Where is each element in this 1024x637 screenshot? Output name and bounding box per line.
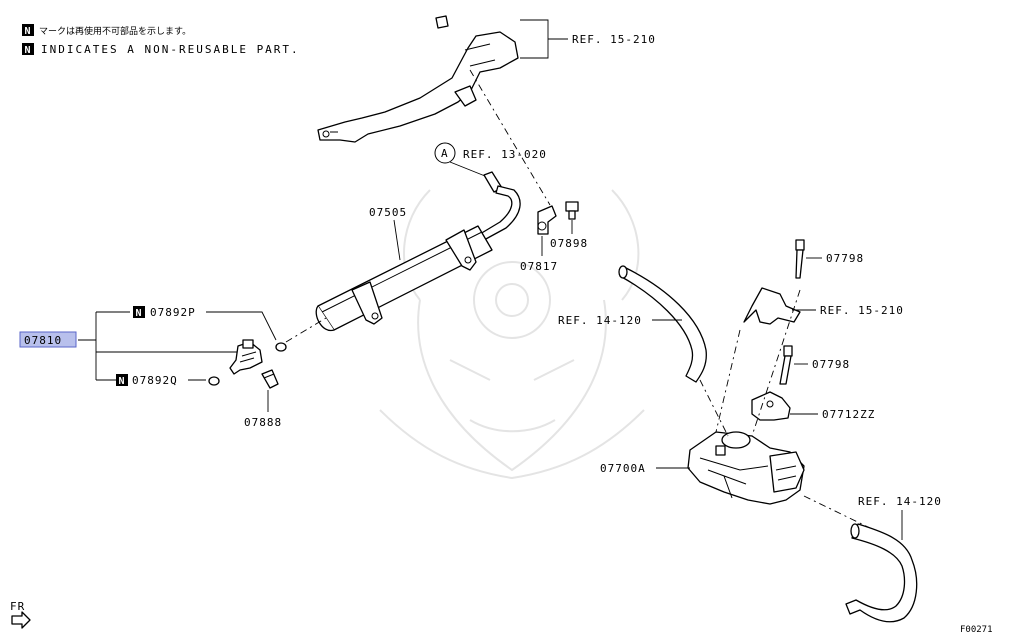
stay-bracket-15-210[interactable]: [743, 287, 801, 325]
label-07798-top: 07798: [826, 252, 864, 265]
label-ref-14-120-bottom: REF. 14-120: [858, 495, 942, 508]
bolt-07798-top[interactable]: [795, 239, 805, 279]
note-english: INDICATES A NON-REUSABLE PART.: [41, 43, 300, 56]
label-ref-15-210-top: REF. 15-210: [572, 33, 656, 46]
fuel-injector[interactable]: [229, 339, 263, 375]
label-07700a: 07700A: [600, 462, 646, 475]
label-07892p: 07892P: [150, 306, 196, 319]
o-ring-07892p[interactable]: [275, 342, 287, 352]
label-ref-14-120-mid: REF. 14-120: [558, 314, 642, 327]
diagram-label: A: [441, 147, 449, 160]
label-07888: 07888: [244, 416, 282, 429]
label-ref-13-020: REF. 13-020: [463, 148, 547, 161]
front-arrow-icon: [11, 611, 31, 629]
diagram-code: F00271: [960, 625, 993, 635]
fuel-rail[interactable]: [315, 225, 493, 332]
highlight-07810[interactable]: [19, 331, 77, 348]
label-ref-15-210-right: REF. 15-210: [820, 304, 904, 317]
diagram-label: N: [119, 376, 125, 387]
callout-circle-a: [434, 142, 456, 164]
label-07712zz: 07712ZZ: [822, 408, 875, 421]
diagram-label: N: [136, 308, 142, 319]
label-07817: 07817: [520, 260, 558, 273]
fuel-feed-hose[interactable]: [479, 171, 521, 241]
diagram-label: N: [25, 26, 31, 37]
note-japanese: マークは再使用不可部品を示します。: [39, 25, 191, 37]
retaining-clip-07817[interactable]: [537, 205, 557, 235]
label-07898: 07898: [550, 237, 588, 250]
bolt-07898[interactable]: [565, 201, 579, 220]
label-07892q: 07892Q: [132, 374, 178, 387]
bolt-07798-mid[interactable]: [779, 345, 793, 385]
label-fr: FR: [10, 600, 25, 613]
injector-clip-07888[interactable]: [261, 369, 279, 389]
label-07798-mid: 07798: [812, 358, 850, 371]
legend-notes: N マークは再使用不可部品を示します。 N INDICATES A NON-RE…: [22, 24, 300, 56]
watermark-emblem: [379, 189, 645, 480]
o-ring-07892q[interactable]: [208, 376, 220, 386]
label-07810: 07810: [24, 334, 62, 347]
bracket-07712zz[interactable]: [751, 391, 791, 421]
intake-bracket-top[interactable]: [317, 15, 519, 143]
hose-upper[interactable]: [618, 265, 707, 383]
label-07505: 07505: [369, 206, 407, 219]
throttle-body[interactable]: [687, 431, 805, 505]
diagram-label: N: [25, 45, 31, 56]
hose-lower[interactable]: [845, 523, 918, 623]
